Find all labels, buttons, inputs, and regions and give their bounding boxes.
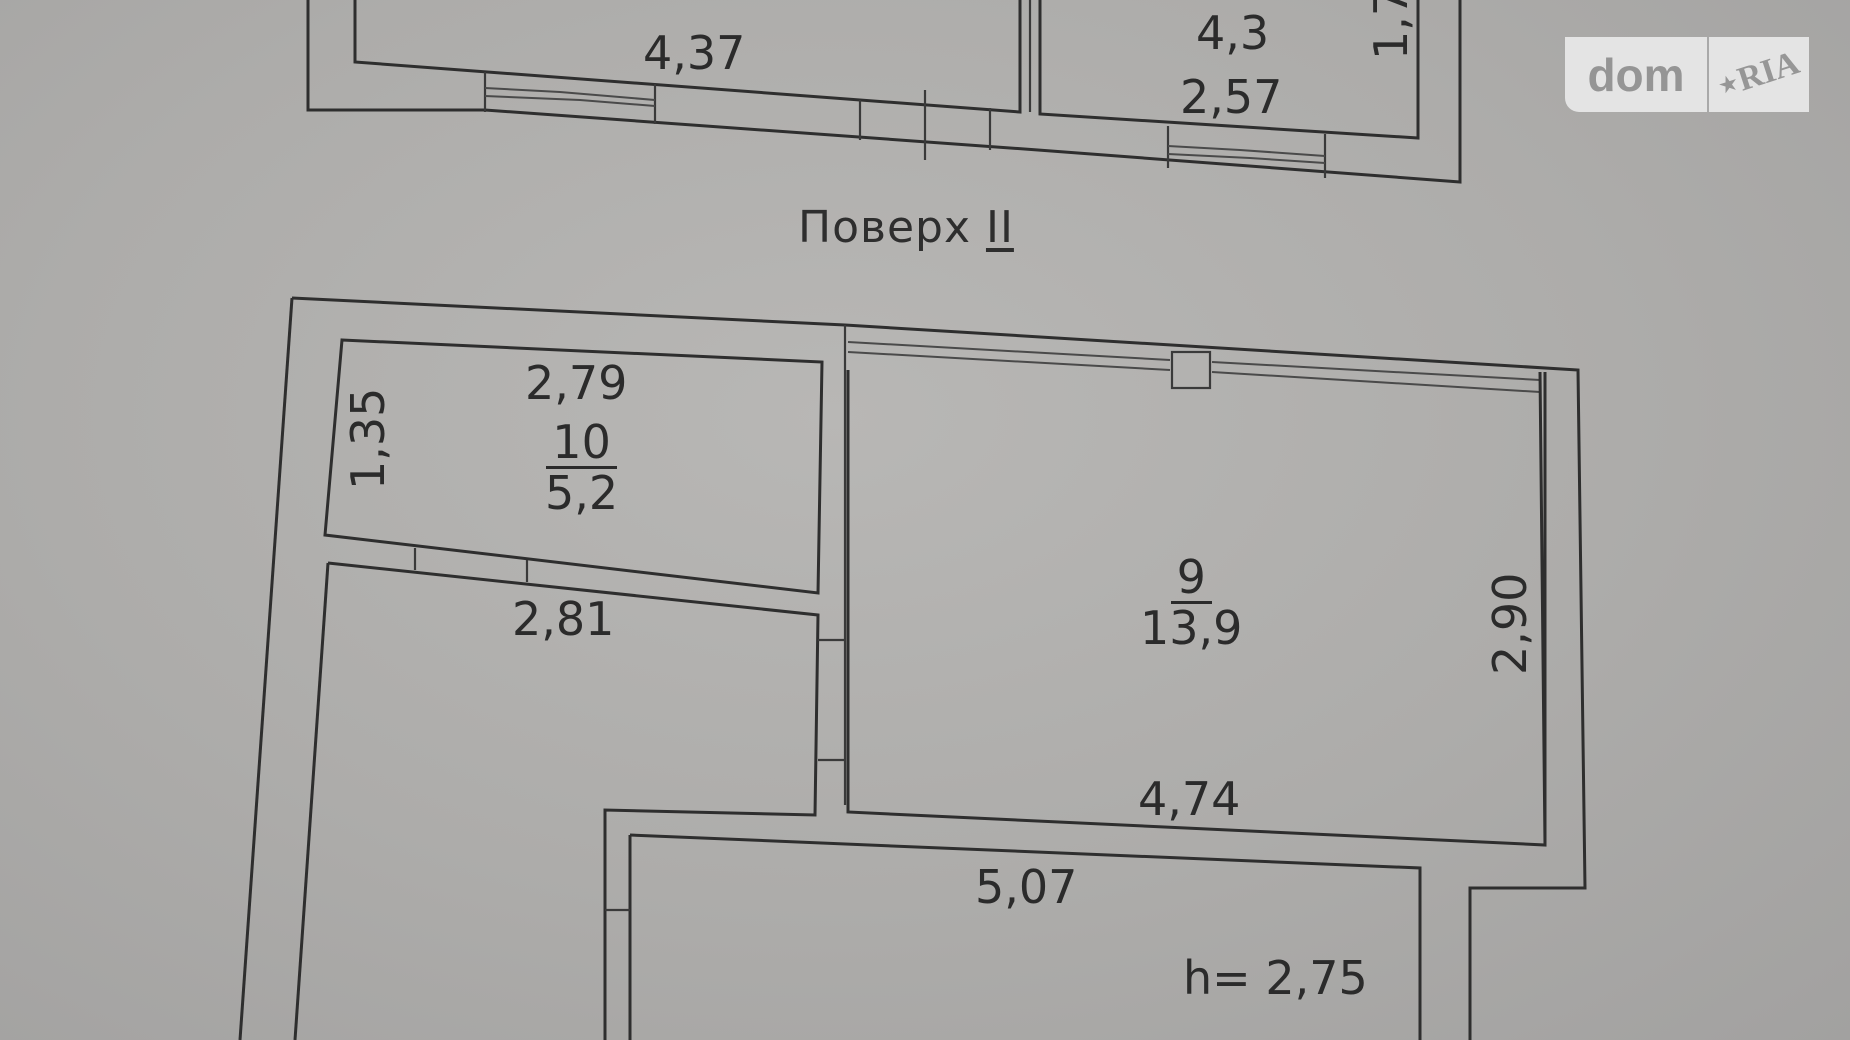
area-label: 4,3 <box>1196 6 1270 60</box>
ceiling-height: h= 2,75 <box>1183 951 1368 1005</box>
logo-ria-text: RIA <box>1732 43 1804 99</box>
room-9-width: 4,74 <box>1138 772 1241 826</box>
room-9-label: 9 13,9 <box>1140 553 1242 653</box>
dimension-label: 1,7 <box>1364 0 1418 60</box>
room-10-depth: 1,35 <box>341 387 395 490</box>
room-number: 9 <box>1170 553 1212 605</box>
lower-room-width: 5,07 <box>975 860 1078 914</box>
room-10-width: 2,79 <box>525 356 628 410</box>
dimension-label: 2,57 <box>1180 70 1283 124</box>
domria-watermark: dom ★RIA <box>1565 37 1809 112</box>
logo-ria: ★RIA <box>1700 23 1818 125</box>
room-number: 10 <box>546 418 617 470</box>
floor-number: II <box>985 202 1014 253</box>
floor-title-prefix: Поверх <box>798 202 986 253</box>
room-area: 13,9 <box>1140 601 1243 656</box>
logo-dom-text: dom <box>1565 37 1709 112</box>
dimension-label: 4,37 <box>643 26 746 80</box>
floor-title: Поверх II <box>798 202 1014 253</box>
room-9-depth: 2,90 <box>1483 572 1537 675</box>
corridor-width: 2,81 <box>512 592 615 646</box>
room-10-label: 10 5,2 <box>545 418 618 518</box>
room-area: 5,2 <box>545 466 619 521</box>
